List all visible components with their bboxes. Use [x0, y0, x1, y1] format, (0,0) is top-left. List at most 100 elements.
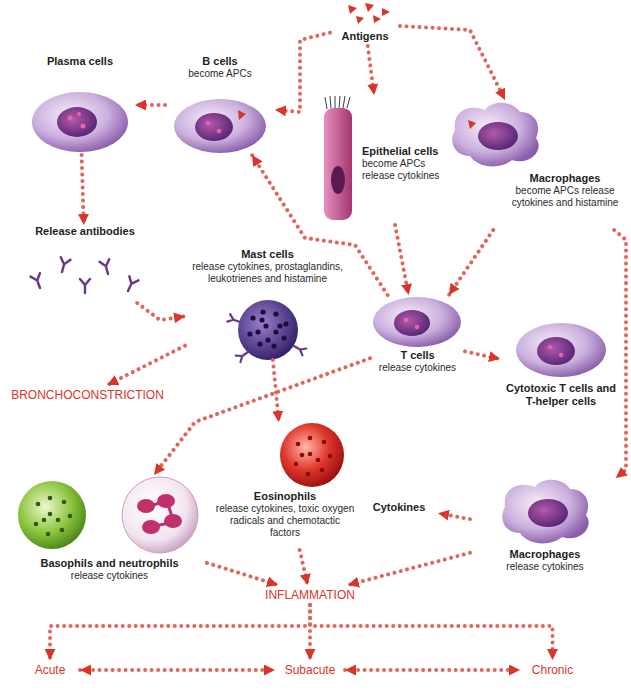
eosinophil-drawing	[280, 423, 344, 487]
cell-description: release cytokines	[12, 570, 207, 582]
mast-cell-drawing	[260, 309, 265, 314]
connector	[395, 225, 409, 295]
neutrophil-drawing	[137, 494, 182, 534]
cytotoxic-t-cell-drawing	[516, 323, 606, 377]
plasma-cell-drawing	[81, 124, 86, 129]
cell-description: release cytokines	[370, 362, 465, 374]
mast-cell-drawing	[227, 314, 241, 326]
antibody-symbols	[123, 276, 138, 293]
antigen-particles	[373, 15, 381, 23]
connector	[137, 303, 185, 320]
stage-label: Acute	[20, 660, 80, 680]
mast-cell-drawing	[227, 300, 306, 362]
cell-name: Cytotoxic T cells and T-helper cells	[500, 382, 622, 408]
mast-cell-drawing	[292, 343, 306, 356]
eosinophil-drawing	[296, 442, 301, 447]
plasma-cell-drawing	[68, 116, 73, 121]
epithelial-cell-drawing	[335, 96, 336, 108]
antibody-symbols	[31, 273, 45, 290]
outcome-text: BRONCHOCONSTRICTION	[11, 387, 164, 403]
basophil-drawing	[60, 528, 65, 533]
text-group: Basophils and neutrophilsrelease cytokin…	[12, 557, 207, 582]
connector	[135, 103, 165, 107]
macrophage-drawing	[528, 499, 568, 527]
cell-name: Mast cells	[185, 248, 350, 261]
basophil-drawing	[34, 522, 39, 527]
basophil-drawing	[68, 514, 73, 519]
mast-cell-drawing	[273, 311, 278, 316]
antibody-symbols	[100, 259, 113, 275]
stage-label: Subacute	[275, 660, 345, 680]
b-cell-drawing	[238, 110, 246, 120]
eosinophil-drawing	[328, 454, 333, 459]
connector	[348, 553, 470, 585]
connector	[275, 33, 330, 112]
text-group: Eosinophilsrelease cytokines, toxic oxyg…	[215, 490, 355, 539]
epithelial-cell-drawing	[339, 96, 340, 108]
mast-cell: Mast cellsrelease cytokines, prostagland…	[185, 248, 350, 360]
eosinophil-drawing	[316, 458, 321, 463]
cell-description: become APCs	[165, 68, 275, 80]
cell-name: Macrophages	[505, 172, 625, 185]
basophil-drawing	[62, 500, 67, 505]
eosinophil-drawing	[294, 462, 299, 467]
text-group: Release antibodies	[20, 225, 150, 238]
cytokine-label: Cytokines	[360, 495, 438, 517]
mast-cell-drawing	[263, 323, 268, 328]
b-cell: B cellsbecome APCs	[165, 55, 275, 155]
basophil-drawing	[48, 496, 53, 501]
neutrophil-drawing	[122, 477, 198, 553]
outcome-text: Acute	[35, 662, 66, 678]
outcome-label: INFLAMMATION	[235, 585, 385, 605]
basophil-drawing	[56, 518, 61, 523]
cytotoxic-t-cell-drawing	[548, 345, 553, 350]
mast-cell-drawing	[273, 329, 278, 334]
antigen-particles	[348, 5, 357, 14]
connector	[368, 46, 374, 95]
eosinophil-drawing	[306, 472, 311, 477]
t-cell-drawing	[373, 297, 461, 347]
macrophage: Macrophagesbecome APCs release cytokines…	[450, 100, 625, 230]
cell-name: Eosinophils	[215, 490, 355, 503]
basophil-drawing	[42, 518, 47, 523]
basophil-neutrophil: Basophils and neutrophilsrelease cytokin…	[12, 475, 207, 590]
epithelial-cell-drawing	[330, 96, 331, 108]
mast-cell-drawing	[236, 349, 250, 362]
eosinophil-drawing	[280, 423, 344, 487]
cell-name: T cells	[370, 349, 465, 362]
t-cell-drawing	[373, 297, 461, 347]
basophil-drawing	[34, 496, 73, 537]
antigen-particles	[348, 3, 390, 24]
outcome-text: Subacute	[285, 662, 336, 678]
eosinophil: Eosinophilsrelease cytokines, toxic oxyg…	[215, 422, 355, 550]
text-group: BRONCHOCONSTRICTION	[5, 385, 170, 403]
plasma-cell: Plasma cells	[25, 55, 135, 155]
epithelial-cell: Epithelial cellsbecome APCs release cyto…	[320, 95, 445, 225]
mast-cell-drawing	[281, 335, 286, 340]
antigen-cluster: Antigens	[330, 2, 400, 46]
neutrophil-drawing	[150, 502, 172, 526]
mast-cell-drawing	[227, 314, 306, 362]
basophil-drawing	[36, 502, 41, 507]
epithelial-cell-drawing	[347, 97, 350, 108]
basophil-drawing	[18, 481, 86, 549]
connector	[400, 26, 505, 100]
epithelial-cell-drawing	[325, 97, 327, 109]
cell-description: release cytokines, prostaglandins, leuko…	[185, 261, 350, 285]
plasma-cell-drawing	[77, 112, 81, 116]
antibody-symbols	[80, 279, 90, 293]
connector	[80, 668, 275, 672]
connector	[50, 605, 310, 660]
macrophage-drawing	[452, 103, 538, 167]
mast-cell-drawing	[247, 331, 252, 336]
cell-name: Antigens	[341, 30, 388, 43]
b-cell-drawing	[217, 129, 222, 134]
t-cell: T cellsrelease cytokines	[370, 295, 465, 387]
eosinophil-drawing	[320, 468, 325, 473]
stage-label: Chronic	[520, 660, 585, 680]
mast-cell-drawing	[247, 309, 288, 348]
connector	[438, 513, 470, 519]
epithelial-cell-drawing	[331, 166, 345, 194]
macrophage-drawing	[502, 480, 588, 544]
macrophage: Macrophagesrelease cytokines	[470, 478, 620, 588]
